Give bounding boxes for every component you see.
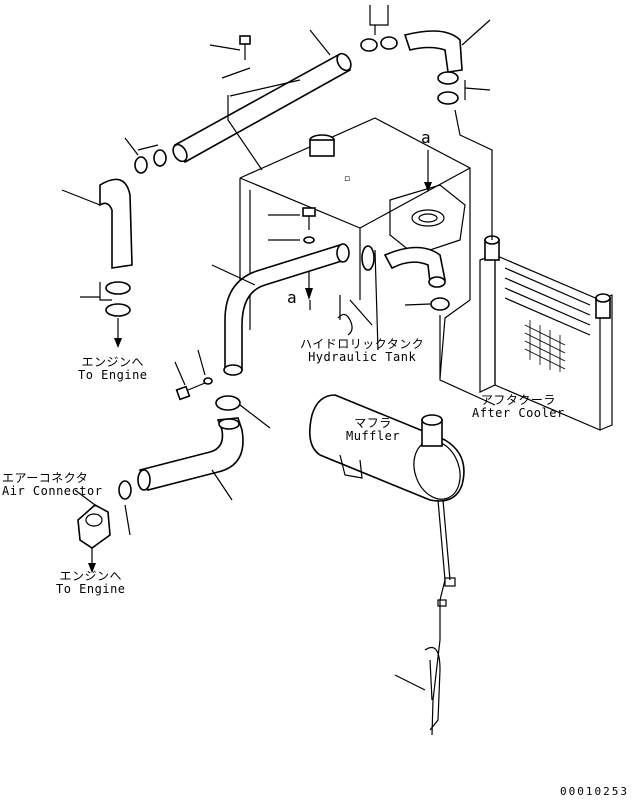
muffler-en: Muffler — [346, 429, 401, 443]
after-cooler-jp: アフタクーラ — [480, 393, 556, 407]
upper-pipe-drawing — [172, 29, 352, 164]
mid-left-clamps-drawing — [124, 137, 167, 174]
top-bolt-drawing — [227, 35, 301, 171]
hydraulic-tank-drawing: ▫ — [239, 117, 471, 379]
tank-hose-drawing — [361, 245, 450, 351]
lower-clamp-drawing — [215, 395, 271, 429]
bracket-drawing — [337, 295, 373, 336]
after-cooler-label: アフタクーラ After Cooler — [472, 394, 565, 420]
top-clamps-drawing — [360, 5, 491, 105]
muffler-jp: マフラ — [354, 416, 392, 430]
middle-bolt-drawing — [268, 207, 316, 300]
tank-symbol: ▫ — [344, 174, 350, 184]
view-mark-lower: a — [287, 288, 297, 307]
to-engine-lower-en: To Engine — [56, 582, 126, 596]
top-right-hose-drawing — [403, 19, 491, 73]
lower-hose-drawing — [137, 417, 244, 501]
air-connector-en: Air Connector — [2, 484, 103, 498]
muffler-label: マフラ Muffler — [346, 417, 400, 443]
after-cooler-drawing — [439, 109, 613, 431]
to-engine-upper-jp: エンジンへ — [81, 355, 145, 369]
to-engine-upper-label: エンジンへ To Engine — [78, 356, 148, 382]
air-connector-jp: エアーコネクタ — [2, 471, 89, 485]
to-engine-upper-en: To Engine — [78, 368, 148, 382]
hydraulic-tank-label: ハイドロリックタンク Hydraulic Tank — [300, 338, 424, 364]
drawing-code: 00010253 — [560, 785, 629, 798]
view-arrow-upper — [424, 150, 432, 192]
to-engine-lower-label: エンジンへ To Engine — [56, 570, 126, 596]
air-connector-drawing — [74, 480, 132, 573]
hydraulic-tank-en: Hydraulic Tank — [308, 350, 417, 364]
middle-curved-pipe-drawing — [211, 243, 350, 376]
to-engine-lower-jp: エンジンへ — [59, 569, 123, 583]
left-elbow-hose-drawing — [61, 178, 133, 348]
hydraulic-tank-jp: ハイドロリックタンク — [300, 337, 425, 351]
view-mark-upper: a — [421, 128, 431, 147]
after-cooler-en: After Cooler — [472, 406, 565, 420]
muffler-drawing — [309, 394, 465, 736]
air-connector-label: エアーコネクタ Air Connector — [2, 472, 102, 498]
lower-bolt-drawing — [174, 349, 213, 401]
